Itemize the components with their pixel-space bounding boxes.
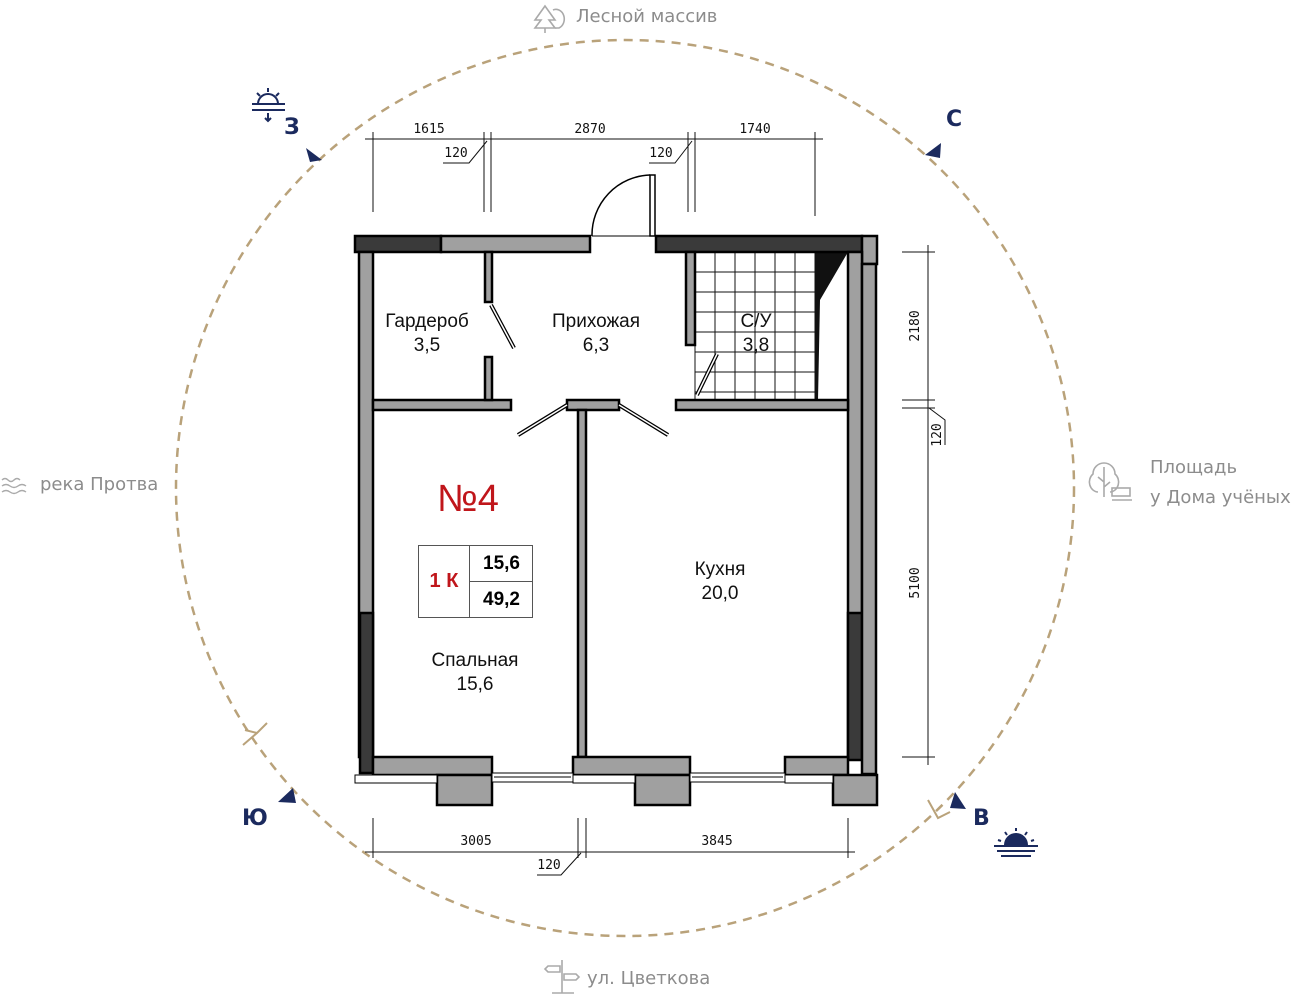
apartment-badge: 1 К 15,6 49,2 (418, 545, 533, 618)
room-bathroom: С/У 3,8 (740, 310, 771, 358)
surrounding-south: ул. Цветкова (587, 968, 711, 989)
dim-bottom-1: 3005 (460, 834, 491, 849)
room-name: Гардероб (385, 311, 469, 332)
room-kitchen: Кухня 20,0 (695, 558, 746, 606)
compass-north: С (946, 107, 963, 132)
dim-top-1: 1615 (413, 122, 444, 137)
surrounding-west: река Протва (40, 474, 159, 495)
compass-east: В (973, 806, 990, 831)
room-area: 3,5 (413, 335, 441, 356)
room-wardrobe: Гардероб 3,5 (385, 310, 469, 358)
compass-west: З (284, 115, 300, 140)
dim-top-2: 2870 (574, 122, 605, 137)
room-area: 20,0 (701, 583, 739, 604)
doors (489, 174, 719, 437)
room-area: 15,6 (456, 674, 494, 695)
surrounding-east-line2: у Дома учёных (1150, 487, 1291, 508)
forest-icon (533, 4, 566, 33)
apartment-number: №4 (437, 478, 499, 520)
surrounding-east-line1: Площадь (1150, 457, 1238, 478)
compass-ring (174, 38, 1076, 938)
dim-bottom-2: 3845 (701, 834, 732, 849)
walls (353, 234, 879, 807)
sunrise-icon (994, 828, 1038, 857)
street-sign-icon (543, 960, 581, 994)
room-name: Кухня (694, 559, 746, 580)
total-area: 49,2 (469, 582, 533, 617)
room-bedroom: Спальная 15,6 (432, 649, 519, 697)
windows (354, 772, 834, 784)
surrounding-north: Лесной массив (576, 6, 718, 27)
dim-top-3: 1740 (739, 122, 770, 137)
room-name: Спальная (431, 650, 519, 671)
room-name: С/У (740, 311, 772, 332)
river-icon (1, 477, 27, 495)
dim-right-1: 2180 (908, 310, 923, 341)
dim-right-wall: 120 (930, 423, 945, 446)
dim-top-wall-1: 120 (444, 146, 467, 161)
apartment-type: 1 К (429, 570, 459, 592)
dim-right-2: 5100 (908, 567, 923, 598)
living-area: 15,6 (469, 546, 533, 582)
dim-top-wall-2: 120 (649, 146, 672, 161)
room-name: Прихожая (551, 311, 641, 332)
bathroom-tiles (694, 251, 816, 401)
sunset-icon (252, 88, 285, 123)
room-area: 6,3 (582, 335, 610, 356)
dimension-lines (365, 132, 946, 876)
compass-south: Ю (242, 806, 268, 831)
park-icon (1088, 462, 1132, 501)
direction-arrows (278, 143, 966, 809)
dim-bottom-wall: 120 (537, 858, 560, 873)
room-hallway: Прихожая 6,3 (552, 310, 640, 358)
ventilation-shaft (815, 252, 848, 400)
room-area: 3,8 (742, 335, 770, 356)
